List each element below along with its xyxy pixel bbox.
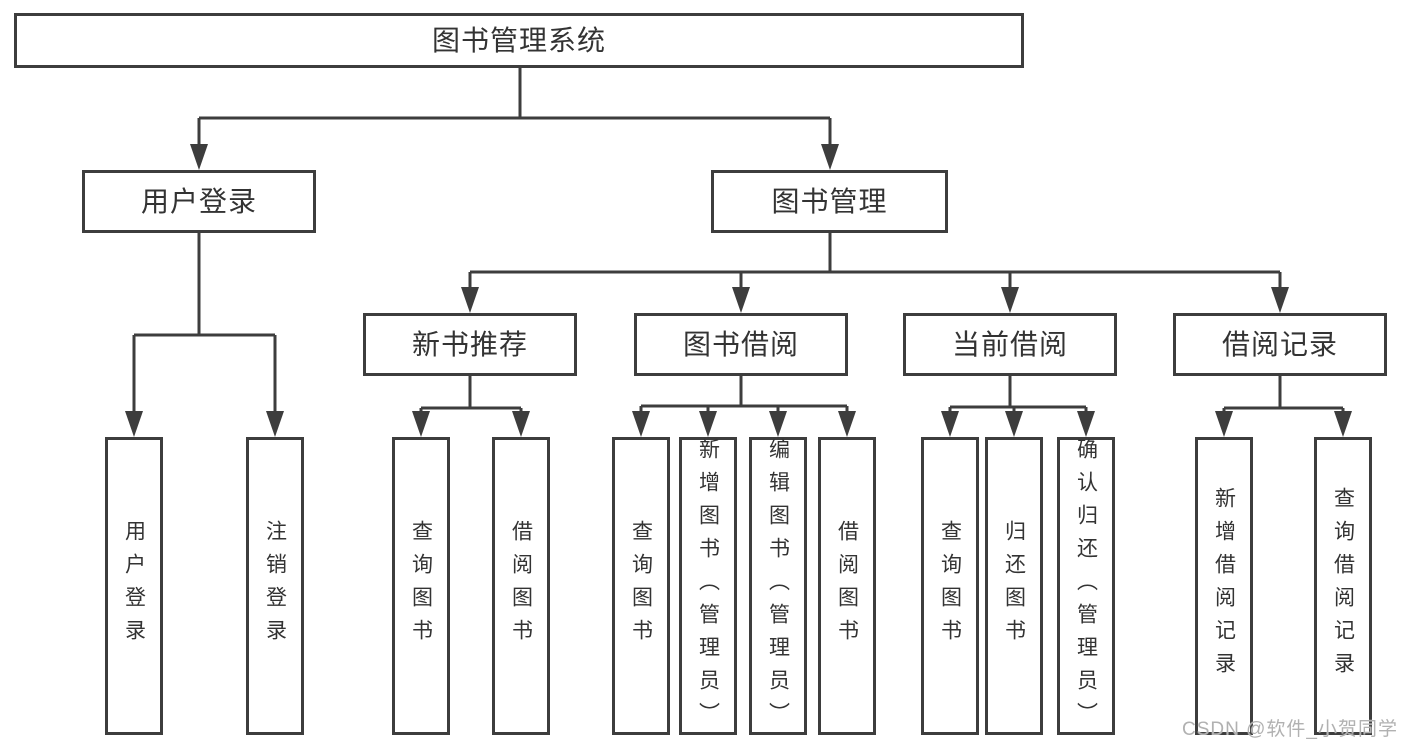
arrow-down-icon [941,411,959,437]
node-label: 当前借阅 [951,328,1068,360]
leaf-query-book-current: 查询图书 [921,437,979,735]
node-label: 编辑图书（管理员） [766,437,790,735]
leaf-return-book: 归还图书 [985,437,1043,735]
arrow-down-icon [461,287,479,313]
node-library-system: 图书管理系统 [14,13,1024,68]
node-user-login: 用户登录 [82,170,316,233]
connector-path [468,233,1282,288]
node-book-borrow: 图书借阅 [634,313,848,376]
arrow-down-icon [732,287,750,313]
node-label: 确认归还（管理员） [1074,437,1098,735]
arrow-down-icon [1334,411,1352,437]
connector-path [948,376,1088,413]
node-label: 图书管理 [771,185,888,217]
leaf-borrow-book-recommend: 借阅图书 [492,437,550,735]
leaf-query-book-borrow: 查询图书 [612,437,670,735]
connector-path [419,376,523,413]
arrow-down-icon [632,411,650,437]
node-label: 新书推荐 [411,328,528,360]
arrow-down-icon [190,144,208,170]
connector-path [132,233,277,412]
node-label: 查询图书 [629,520,653,652]
node-label: 图书借阅 [682,328,799,360]
arrow-down-icon [838,411,856,437]
node-borrow-record: 借阅记录 [1173,313,1387,376]
watermark-text: CSDN @软件_小贺同学 [1182,719,1398,740]
node-new-book-recommend: 新书推荐 [363,313,577,376]
node-label: 借阅记录 [1221,328,1338,360]
leaf-add-book-admin: 新增图书（管理员） [679,437,737,735]
arrow-down-icon [699,411,717,437]
arrow-down-icon [821,144,839,170]
connector-path [197,68,832,145]
arrow-down-icon [1005,411,1023,437]
node-label: 查询借阅记录 [1331,487,1355,685]
arrow-down-icon [125,411,143,437]
node-book-management: 图书管理 [711,170,948,233]
node-label: 查询图书 [938,520,962,652]
node-current-borrow: 当前借阅 [903,313,1117,376]
arrow-down-icon [1077,411,1095,437]
connector-path [639,376,849,413]
leaf-query-book-recommend: 查询图书 [392,437,450,735]
node-label: 用户登录 [140,185,257,217]
arrow-down-icon [769,411,787,437]
leaf-logout: 注销登录 [246,437,304,735]
leaf-user-login: 用户登录 [105,437,163,735]
node-label: 图书管理系统 [431,24,606,56]
connector-path [1222,376,1345,413]
arrow-down-icon [512,411,530,437]
node-label: 查询图书 [409,520,433,652]
arrow-down-icon [1001,287,1019,313]
node-label: 归还图书 [1002,520,1026,652]
arrow-down-icon [1215,411,1233,437]
node-label: 借阅图书 [509,520,533,652]
node-label: 借阅图书 [835,520,859,652]
arrow-down-icon [412,411,430,437]
leaf-add-borrow-record: 新增借阅记录 [1195,437,1253,735]
arrow-down-icon [266,411,284,437]
arrow-down-icon [1271,287,1289,313]
node-label: 用户登录 [122,520,146,652]
node-label: 注销登录 [263,520,287,652]
leaf-query-borrow-record: 查询借阅记录 [1314,437,1372,735]
node-label: 新增借阅记录 [1212,487,1236,685]
leaf-borrow-book: 借阅图书 [818,437,876,735]
leaf-confirm-return-admin: 确认归还（管理员） [1057,437,1115,735]
leaf-edit-book-admin: 编辑图书（管理员） [749,437,807,735]
node-label: 新增图书（管理员） [696,437,720,735]
